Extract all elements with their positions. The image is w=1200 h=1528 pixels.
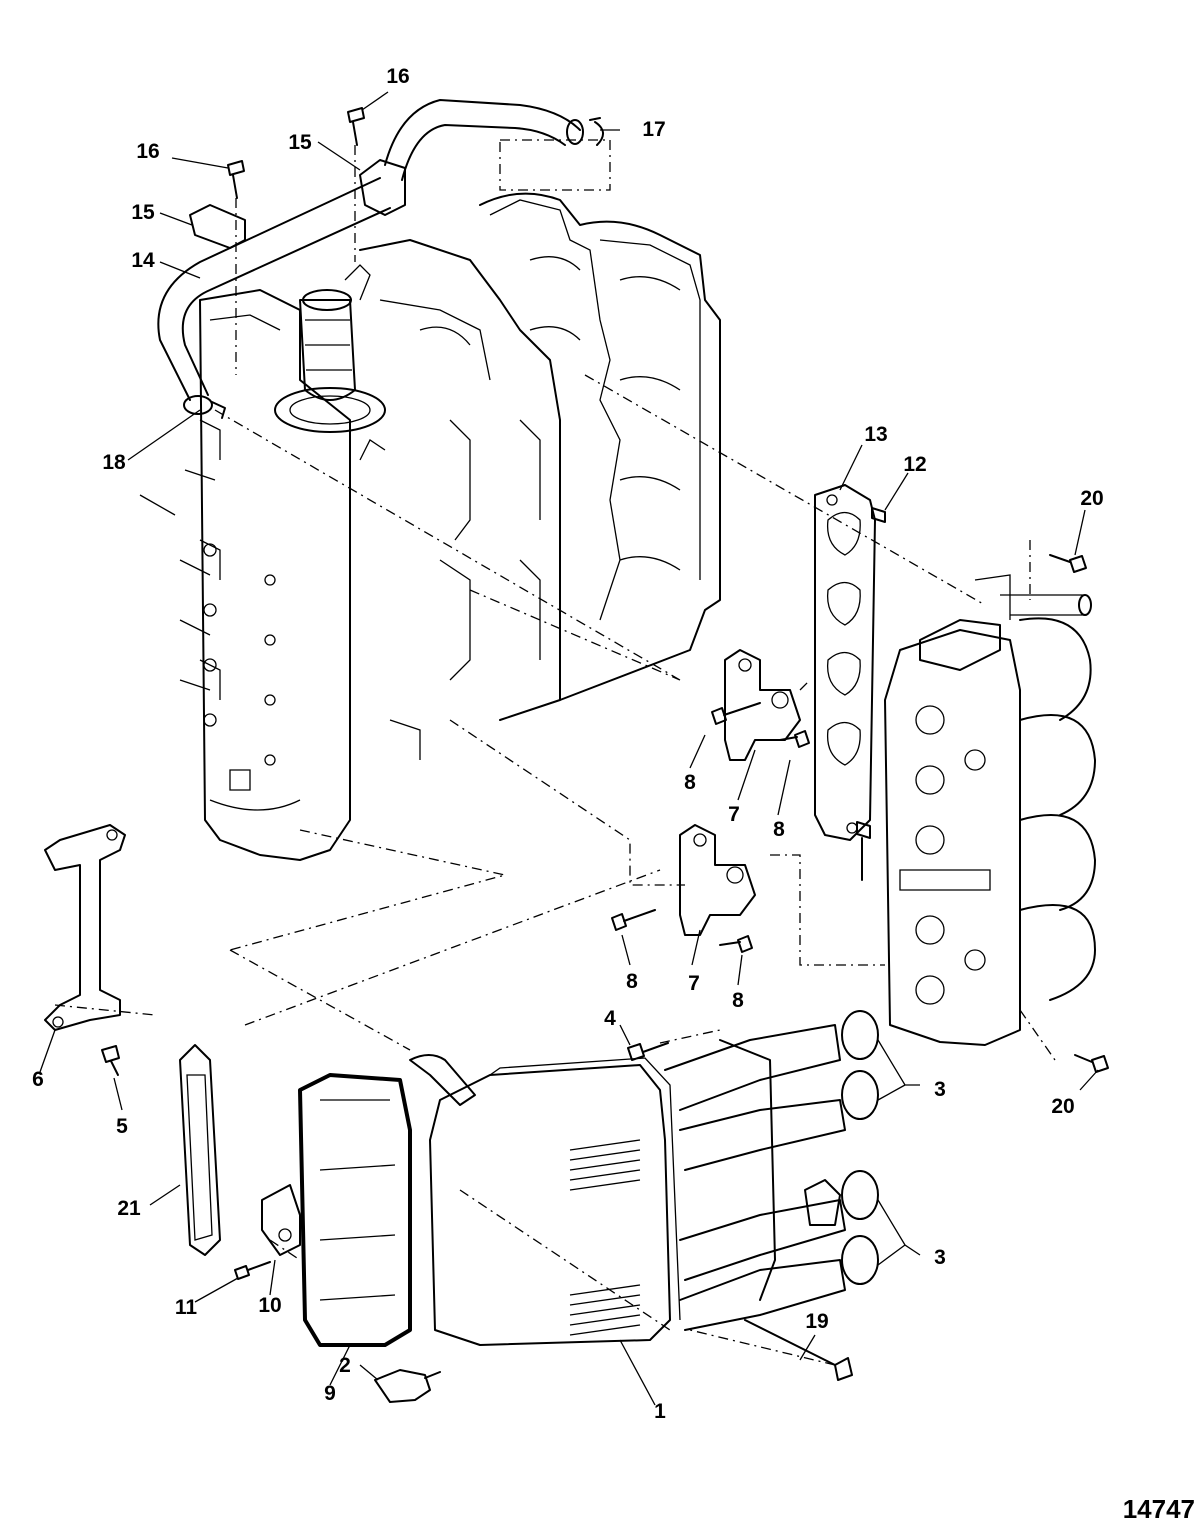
callout-label: 12 bbox=[903, 453, 926, 476]
callout-label: 6 bbox=[32, 1068, 44, 1091]
callout-label: 8 bbox=[773, 818, 785, 841]
callout-label: 17 bbox=[642, 118, 665, 141]
intake-manifold bbox=[884, 574, 1096, 1046]
callout-label: 10 bbox=[258, 1294, 281, 1317]
callout-label: 8 bbox=[626, 970, 638, 993]
callout-label: 16 bbox=[386, 65, 409, 88]
callout-label: 19 bbox=[805, 1310, 828, 1333]
callout-label: 3 bbox=[934, 1078, 946, 1101]
callout-label: 1 bbox=[654, 1400, 666, 1423]
intake-gasket bbox=[814, 484, 886, 881]
callout-label: 7 bbox=[688, 972, 700, 995]
o-rings bbox=[841, 1010, 879, 1285]
silencer-cover bbox=[374, 1024, 846, 1403]
callout-label: 20 bbox=[1051, 1095, 1074, 1118]
callout-label: 9 bbox=[324, 1382, 336, 1405]
engine-block bbox=[139, 192, 721, 861]
callout-label: 4 bbox=[604, 1007, 616, 1030]
callout-label: 18 bbox=[102, 451, 126, 474]
callout-label: 11 bbox=[175, 1296, 198, 1319]
callout-label: 14 bbox=[131, 249, 155, 272]
misc-hardware bbox=[44, 824, 853, 1381]
callout-label: 8 bbox=[684, 771, 696, 794]
callout-label: 15 bbox=[131, 201, 155, 224]
callout-label: 5 bbox=[116, 1115, 128, 1138]
callout-labels: 1 2 3 3 4 5 6 7 7 8 8 8 8 9 10 11 12 13 … bbox=[32, 65, 1104, 1423]
callout-label: 7 bbox=[728, 803, 740, 826]
brackets bbox=[611, 649, 810, 953]
callout-label: 3 bbox=[934, 1246, 946, 1269]
breather-hose-assembly bbox=[157, 99, 611, 419]
callout-label: 2 bbox=[339, 1354, 351, 1377]
figure-number: 14747 bbox=[1123, 1494, 1195, 1524]
assembly-lines bbox=[54, 374, 1056, 1366]
callout-label: 16 bbox=[136, 140, 159, 163]
callout-label: 13 bbox=[864, 423, 887, 446]
callout-label: 20 bbox=[1080, 487, 1103, 510]
callout-label: 15 bbox=[288, 131, 312, 154]
callout-label: 8 bbox=[732, 989, 744, 1012]
filter-parts bbox=[179, 1044, 412, 1347]
bolts-20 bbox=[1049, 554, 1109, 1073]
leader-lines bbox=[39, 91, 1099, 1406]
callout-label: 21 bbox=[117, 1197, 141, 1220]
